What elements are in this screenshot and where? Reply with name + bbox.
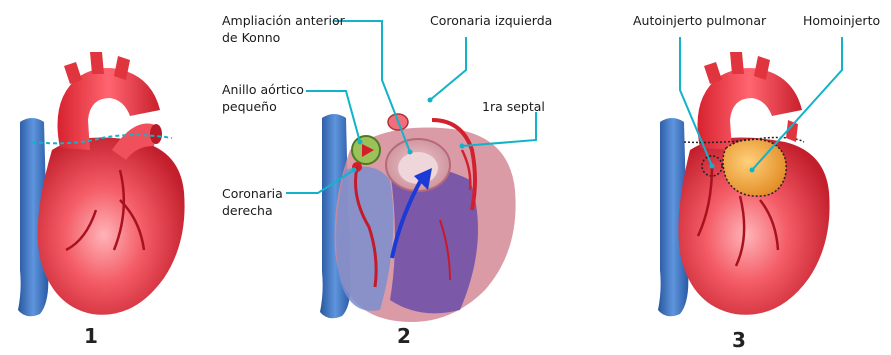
label-anillo-line1: Anillo aórtico (222, 82, 304, 98)
label-coronaria-derecha-line2: derecha (222, 203, 273, 219)
label-coronaria-derecha-line1: Coronaria (222, 186, 283, 202)
label-homoinjerto: Homoinjerto (803, 13, 880, 29)
label-ampliacion-line1: Ampliación anterior (222, 13, 345, 29)
panel-number-2: 2 (397, 324, 411, 348)
label-septal: 1ra septal (482, 99, 545, 115)
panel-1-heart (18, 52, 185, 316)
leader-coronaria-izquierda (430, 37, 466, 100)
panel-3-heart (658, 52, 830, 316)
label-anillo-line2: pequeño (222, 99, 277, 115)
label-ampliacion-line2: de Konno (222, 30, 280, 46)
panel-number-3: 3 (732, 328, 746, 352)
right-ventricle-2 (336, 167, 393, 311)
label-coronaria-izquierda: Coronaria izquierda (430, 13, 552, 29)
ventricles-1 (38, 138, 185, 315)
panel-number-1: 1 (84, 324, 98, 348)
panel-2-heart (320, 114, 516, 322)
label-autoinjerto: Autoinjerto pulmonar (633, 13, 766, 29)
